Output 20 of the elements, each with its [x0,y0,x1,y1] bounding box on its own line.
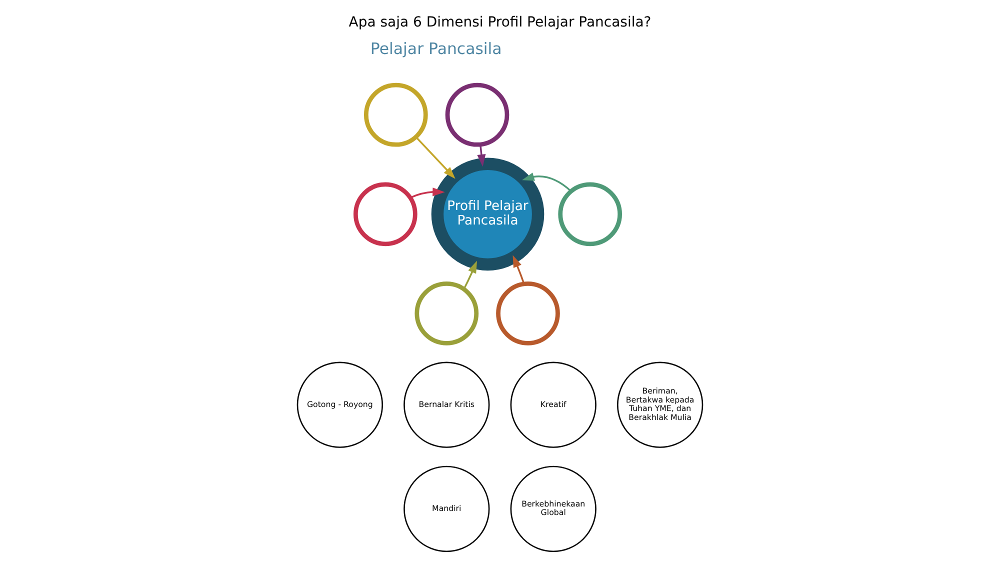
node-circle: Bernalar Kritis [404,362,490,448]
arrow [463,260,478,290]
label: Pelajar Pancasila [370,38,502,58]
arrow [415,136,456,179]
node-circle [496,282,560,346]
diagram-title: Apa saja 6 Dimensi Profil Pelajar Pancasila? [348,14,652,30]
node-circle [353,182,418,246]
arrow [410,188,445,198]
arrow [522,172,572,192]
node-circle [445,82,510,147]
node-circle: Beriman, Bertakwa kepada Tuhan YME, dan Berakhlak Mulia [617,362,704,448]
node-circle: Gotong - Royong [296,362,383,448]
arrow [477,144,486,167]
node-circle: Kreatif [510,362,596,448]
arrow [512,255,525,284]
node-circle: Mandiri [404,466,490,552]
node-circle [414,282,479,346]
node-circle [364,82,428,147]
node-circle: Berkebhinekaan Global [510,466,596,552]
node-circle [558,182,622,246]
